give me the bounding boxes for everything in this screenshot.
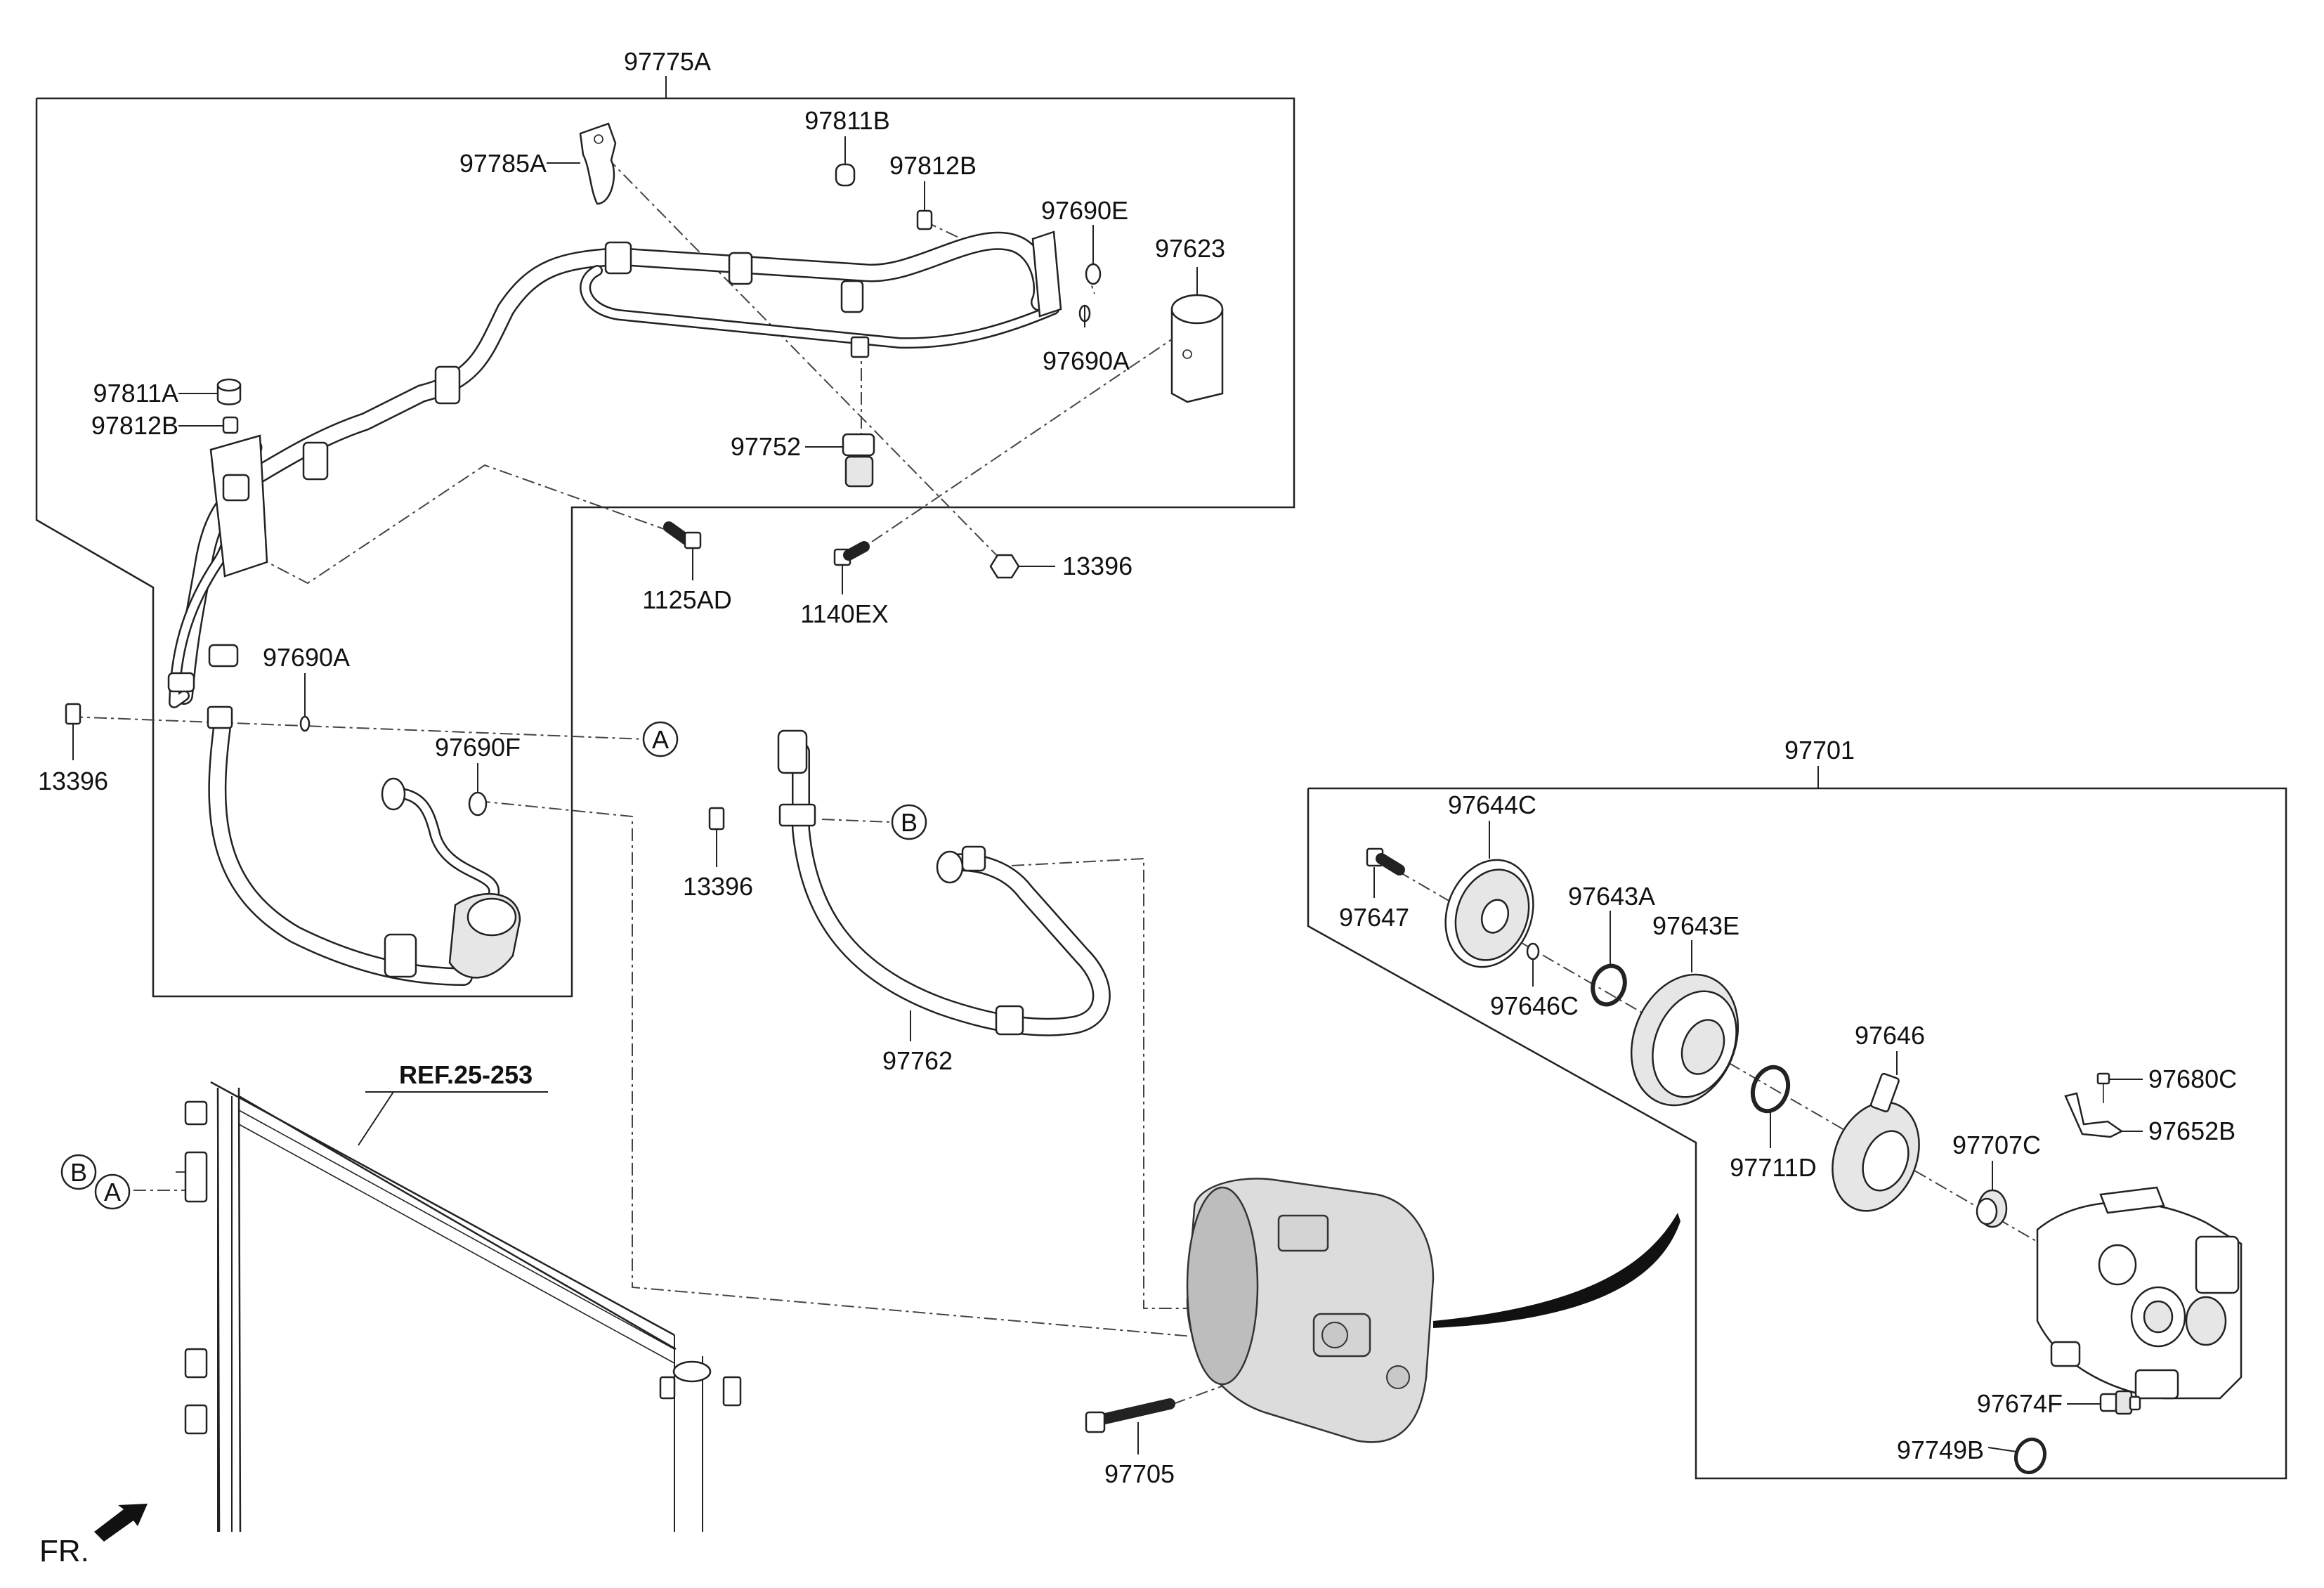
clutch-hub-97644C-icon <box>1444 859 1534 968</box>
leader-lines <box>72 136 2143 1454</box>
pulley-97643E-icon <box>1630 973 1739 1107</box>
assembly-frame-97701 <box>1307 766 2287 1480</box>
label-97775A: 97775A <box>624 47 711 76</box>
label-97643A: 97643A <box>1568 882 1655 911</box>
label-97811B: 97811B <box>804 106 889 135</box>
label-97690E: 97690E <box>1041 196 1128 225</box>
label-97646C: 97646C <box>1490 991 1579 1020</box>
discharge-hose-muffler <box>381 777 521 979</box>
label-97674F: 97674F <box>1977 1389 2063 1418</box>
callout-a-main: A <box>642 721 679 757</box>
nut-13396-center-icon <box>708 807 725 831</box>
label-97812B-top: 97812B <box>889 151 977 180</box>
suction-hose-97775A <box>167 230 1062 986</box>
label-13396-left: 13396 <box>38 767 108 795</box>
assembly-frame-97775A <box>35 76 1295 998</box>
bolt-97705-icon <box>1085 1398 1175 1433</box>
front-arrow-icon <box>94 1504 148 1542</box>
field-coil-97646-icon <box>1832 1072 1920 1212</box>
o-ring-97749B-icon <box>2013 1437 2047 1475</box>
label-13396-center: 13396 <box>683 872 753 901</box>
label-97647: 97647 <box>1339 903 1409 932</box>
part-labels: 97775A 97811B 97812B 97785A 97690E 97623… <box>38 47 2237 1568</box>
bolt-97647-icon <box>1366 847 1405 876</box>
hose-97762 <box>777 729 1111 1036</box>
label-97749B: 97749B <box>1897 1436 1984 1464</box>
screw-97680C-icon <box>2096 1072 2110 1103</box>
label-97785A: 97785A <box>459 149 547 178</box>
o-ring-97690A-left-icon <box>299 715 311 732</box>
label-97711D: 97711D <box>1730 1153 1816 1182</box>
label-97652B: 97652B <box>2148 1117 2235 1145</box>
svg-text:A: A <box>104 1178 121 1206</box>
label-97705: 97705 <box>1104 1459 1175 1488</box>
label-97646: 97646 <box>1855 1021 1925 1050</box>
bracket-97785A-icon <box>579 122 617 205</box>
relief-valve-97674F-icon <box>2099 1390 2141 1415</box>
valve-core-97812B-left-icon <box>222 416 239 434</box>
label-97680C: 97680C <box>2148 1065 2237 1093</box>
cap-97811B-icon <box>835 163 856 187</box>
alignment-lines <box>70 140 2080 1405</box>
label-1125AD: 1125AD <box>642 585 731 614</box>
label-97690A-left: 97690A <box>263 643 350 672</box>
label-97623: 97623 <box>1155 234 1225 263</box>
svg-text:B: B <box>901 808 918 837</box>
label-97644C: 97644C <box>1448 790 1536 819</box>
label-97812B-left: 97812B <box>91 411 178 440</box>
label-13396-mid: 13396 <box>1062 552 1132 580</box>
callout-a-condenser: A <box>94 1173 131 1210</box>
bolt-1125AD-icon <box>663 521 702 549</box>
label-97762: 97762 <box>882 1046 953 1075</box>
seal-97707C-icon <box>1976 1189 2008 1228</box>
expansion-valve-97623-icon <box>1170 294 1224 403</box>
label-97690F: 97690F <box>435 733 521 762</box>
label-1140EX: 1140EX <box>800 599 888 628</box>
valve-core-97812B-icon <box>916 209 933 230</box>
bracket-97652B-icon <box>2064 1092 2124 1138</box>
compressor-body-icon <box>2036 1186 2243 1400</box>
condenser-ref-25-253 <box>184 1081 742 1532</box>
shim-97646C-icon <box>1526 942 1540 961</box>
detail-pointer <box>1433 1213 1680 1328</box>
pressure-switch-97752-icon <box>842 433 875 488</box>
snap-ring-97643A-icon <box>1591 963 1627 1007</box>
svg-text:B: B <box>70 1158 87 1187</box>
snap-ring-97711D-icon <box>1750 1065 1791 1114</box>
callout-b-condenser: B <box>60 1154 97 1190</box>
label-97811A: 97811A <box>93 379 178 408</box>
o-ring-97690E-icon <box>1085 263 1102 285</box>
callout-b-main: B <box>891 804 927 840</box>
label-97690A-top: 97690A <box>1043 346 1130 375</box>
svg-text:A: A <box>652 725 669 754</box>
nut-13396-left-icon <box>65 703 81 725</box>
o-ring-97690F-icon <box>468 791 488 816</box>
label-97701: 97701 <box>1784 736 1855 764</box>
label-ref-25-253: REF.25-253 <box>399 1060 533 1089</box>
label-97643E: 97643E <box>1652 911 1739 940</box>
label-97752: 97752 <box>731 432 801 461</box>
cap-97811A-icon <box>216 378 242 405</box>
label-front: FR. <box>39 1534 89 1568</box>
label-97707C: 97707C <box>1952 1131 2041 1159</box>
nut-13396-mid-icon <box>989 554 1020 579</box>
compressor-main-icon <box>1186 1178 1435 1443</box>
bolt-1140EX-icon <box>833 541 870 566</box>
